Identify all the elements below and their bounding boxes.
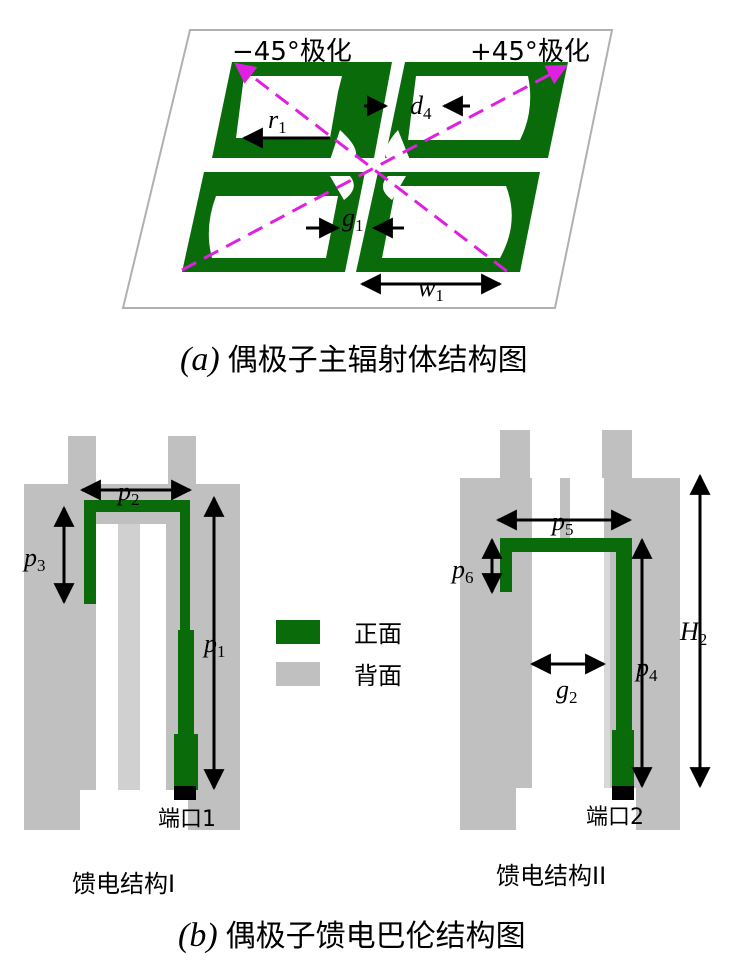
dipole-arm-bottom-right — [356, 172, 540, 272]
legend-label-front: 正面 — [354, 620, 402, 648]
feed-structure-2: p5 p6 p4 H2 g2 端口2 馈电结构II — [450, 430, 711, 890]
label-g1: g — [342, 203, 355, 232]
label-w1-sub: 1 — [435, 286, 444, 305]
feed1-front-strip — [84, 500, 198, 790]
svg-text:p4: p4 — [634, 653, 658, 685]
label-H2: H — [679, 617, 700, 646]
label-plus45-polarization: +45°极化 — [470, 37, 590, 67]
svg-text:d4: d4 — [410, 91, 432, 123]
label-p3: p — [22, 543, 37, 572]
svg-text:w1: w1 — [418, 273, 444, 305]
label-g1-sub: 1 — [355, 216, 364, 235]
svg-text:p5: p5 — [550, 507, 574, 539]
label-p5-sub: 5 — [565, 520, 574, 539]
svg-text:g2: g2 — [556, 675, 578, 707]
svg-text:p3: p3 — [22, 543, 46, 575]
feed2-port-label: 端口2 — [586, 805, 644, 830]
label-g2: g — [556, 675, 569, 704]
label-p1: p — [202, 629, 217, 658]
polarization-axis-plus45 — [181, 64, 568, 272]
polarization-axis-minus45 — [234, 62, 509, 274]
label-d4-sub: 4 — [423, 104, 432, 123]
label-p5: p — [550, 507, 565, 536]
svg-text:g1: g1 — [342, 203, 364, 235]
svg-text:p1: p1 — [202, 629, 226, 661]
label-p6: p — [450, 555, 465, 584]
caption-a-tag: (a) — [180, 341, 220, 378]
label-H2-sub: 2 — [699, 630, 708, 649]
caption-b: 偶极子馈电巴伦结构图 — [226, 919, 526, 954]
legend-swatch-front — [276, 620, 320, 644]
caption-b-tag: (b) — [178, 917, 218, 954]
radiator-panel: −45°极化 +45°极化 r1 d4 g1 w1 (a)偶极子主辐射体结构图 — [121, 29, 614, 378]
label-r1: r — [268, 105, 279, 134]
caption-a: 偶极子主辐射体结构图 — [228, 343, 528, 378]
label-g2-sub: 2 — [569, 688, 578, 707]
label-p2-sub: 2 — [131, 490, 140, 509]
feed-structure-1: p2 p3 p1 端口1 馈电结构I — [22, 436, 240, 898]
svg-text:(b)偶极子馈电巴伦结构图: (b)偶极子馈电巴伦结构图 — [178, 917, 526, 954]
label-r1-sub: 1 — [278, 118, 287, 137]
label-p4-sub: 4 — [649, 666, 658, 685]
feed1-title: 馈电结构I — [72, 870, 175, 898]
label-p2: p — [116, 477, 131, 506]
legend-label-back: 背面 — [354, 662, 402, 690]
svg-text:(a)偶极子主辐射体结构图: (a)偶极子主辐射体结构图 — [180, 341, 528, 378]
dipole-arm-top-left — [212, 62, 392, 158]
feed1-port-label: 端口1 — [158, 807, 216, 832]
dipole-arm-top-right — [385, 62, 568, 158]
feed2-port — [612, 786, 634, 800]
label-minus45-polarization: −45°极化 — [232, 37, 352, 67]
svg-text:p6: p6 — [450, 555, 474, 587]
feed1-port — [174, 786, 196, 800]
label-p1-sub: 1 — [217, 642, 226, 661]
feed2-title: 馈电结构II — [496, 862, 606, 890]
label-p6-sub: 6 — [465, 568, 474, 587]
svg-text:p2: p2 — [116, 477, 140, 509]
svg-text:r1: r1 — [268, 105, 287, 137]
label-w1: w — [418, 273, 436, 302]
label-p4: p — [634, 653, 649, 682]
legend-swatch-back — [276, 662, 320, 686]
legend: 正面 背面 — [276, 620, 402, 690]
svg-text:H2: H2 — [679, 617, 707, 649]
label-p3-sub: 3 — [37, 556, 46, 575]
label-d4: d — [410, 91, 424, 120]
feed2-front-strip — [500, 538, 634, 790]
